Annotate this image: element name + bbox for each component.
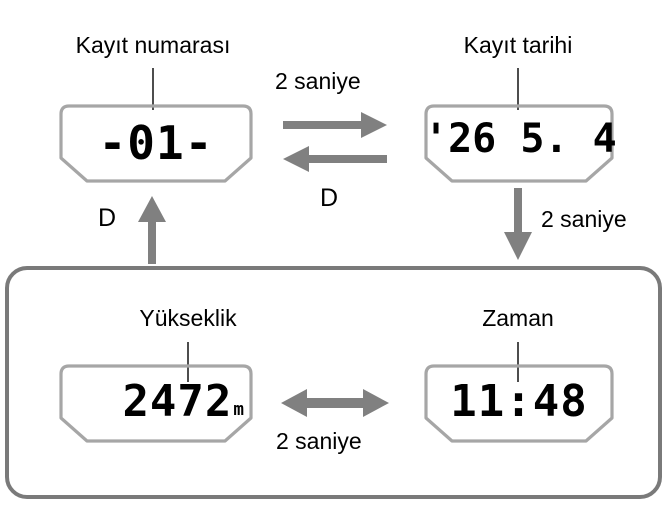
arrow-down-right	[503, 188, 533, 260]
arrow-label-top-right: 2 saniye	[275, 68, 361, 94]
lcd-value-time: 11:48	[450, 376, 588, 427]
panel-outline-record-date	[424, 104, 614, 183]
arrow-left-top	[283, 146, 387, 172]
arrow-right-icon	[283, 112, 387, 138]
display-panel-record-date[interactable]: '26 5. 4	[424, 104, 617, 183]
caption-time: Zaman	[482, 305, 554, 331]
lcd-value-altitude: 2472m	[59, 376, 244, 427]
display-panel-time[interactable]: 11:48	[424, 364, 614, 443]
leader-line-altitude	[187, 342, 189, 382]
arrow-left-icon	[283, 146, 387, 172]
caption-record-date: Kayıt tarihi	[463, 32, 573, 58]
arrow-up-left	[137, 196, 167, 264]
arrow-label-left-up: D	[98, 204, 117, 232]
arrow-label-top-left: D	[320, 184, 339, 212]
arrow-right-top	[283, 112, 387, 138]
group-box-bottom	[5, 266, 662, 499]
lcd-value-record-date: '26 5. 4	[424, 116, 617, 162]
leader-line-record-number	[152, 68, 154, 110]
arrow-double-bottom	[281, 388, 389, 418]
arrow-label-right-down: 2 saniye	[541, 206, 627, 232]
display-panel-record-number[interactable]: -01-	[59, 104, 253, 183]
arrow-up-icon	[138, 196, 166, 264]
panel-outline-time	[424, 364, 614, 443]
arrow-left-right-icon	[281, 389, 389, 417]
caption-altitude: Yükseklik	[139, 305, 237, 331]
arrow-label-bottom-both: 2 saniye	[276, 428, 362, 454]
lcd-unit-altitude: m	[233, 400, 244, 421]
caption-record-number: Kayıt numarası	[75, 32, 231, 58]
arrow-down-icon	[504, 188, 532, 260]
lcd-number-altitude: 2472	[122, 376, 233, 427]
lcd-value-record-number: -01-	[98, 116, 214, 170]
leader-line-record-date	[517, 68, 519, 110]
display-panel-altitude[interactable]: 2472m	[59, 364, 253, 443]
panel-outline-altitude	[59, 364, 253, 443]
leader-line-time	[517, 342, 519, 382]
panel-outline-record-number	[59, 104, 253, 183]
